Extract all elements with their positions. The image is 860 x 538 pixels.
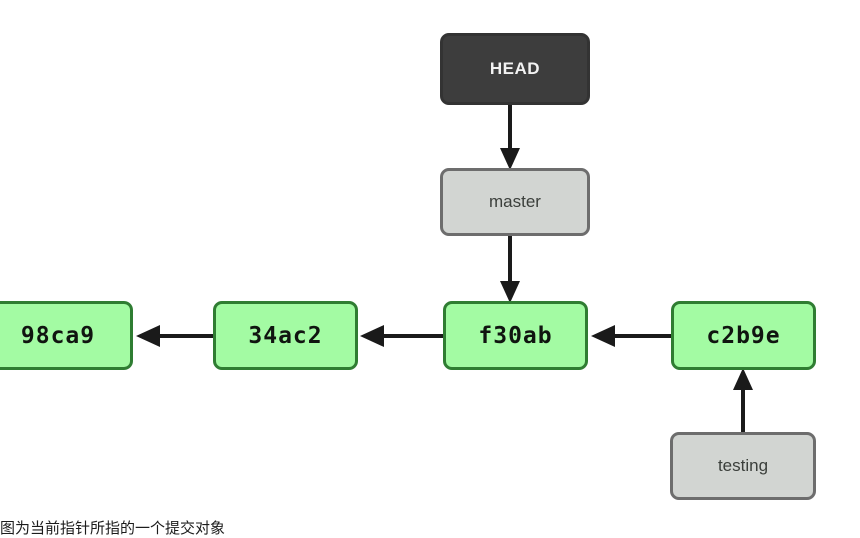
node-commit-f30ab-label: f30ab [478,322,553,349]
node-master[interactable]: master [440,168,590,236]
node-commit-c2b9e[interactable]: c2b9e [671,301,816,370]
node-commit-34ac2-label: 34ac2 [248,322,323,349]
node-commit-c2b9e-label: c2b9e [706,322,781,349]
diagram-caption: 图为当前指针所指的一个提交对象 [0,519,226,537]
edge-f30ab-to-34ac2 [354,321,446,351]
edge-34ac2-to-98ca9 [130,321,218,351]
node-commit-34ac2[interactable]: 34ac2 [213,301,358,370]
edge-master-to-f30ab [495,233,525,309]
node-head-label: HEAD [489,59,541,78]
edge-head-to-master [495,100,525,176]
node-master-label: master [489,192,541,211]
node-testing-label: testing [717,456,769,475]
node-commit-f30ab[interactable]: f30ab [443,301,588,370]
edge-testing-to-c2b9e [728,366,758,438]
node-commit-98ca9-label: 98ca9 [20,322,96,349]
node-head[interactable]: HEAD [440,33,590,105]
node-commit-98ca9[interactable]: 98ca9 [0,301,133,370]
node-testing[interactable]: testing [670,432,816,500]
edge-c2b9e-to-f30ab [585,321,675,351]
